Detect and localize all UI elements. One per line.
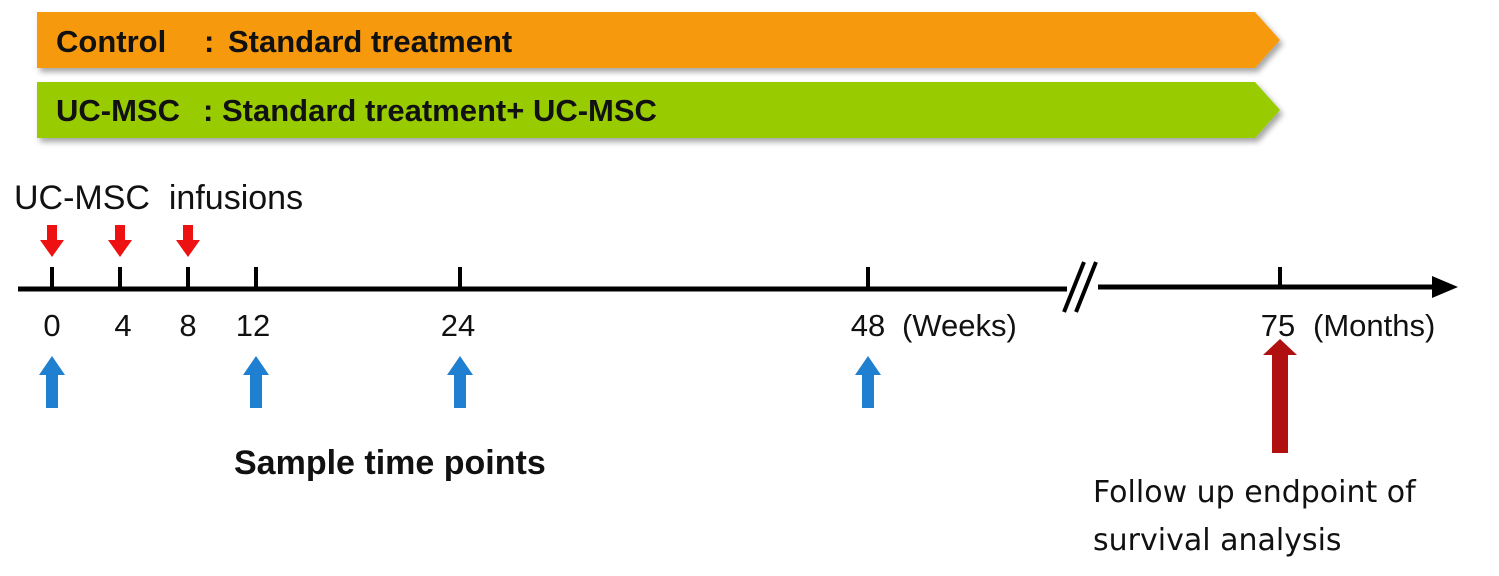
timeline-axis (18, 261, 1458, 313)
blue-up-arrow-icon (39, 356, 65, 408)
tick-label-24: 24 (441, 308, 475, 343)
double-slash-break-icon (1062, 261, 1098, 313)
ucmsc-bar-shape (37, 82, 1280, 138)
tick-label-75: 75 (1261, 308, 1295, 343)
ucmsc-separator: : (203, 93, 213, 128)
endpoint-caption-line2: survival analysis (1093, 523, 1342, 558)
red-down-arrow-icon (176, 225, 200, 257)
control-separator: : (204, 24, 214, 59)
tick-label-48: 48 (851, 308, 885, 343)
blue-up-arrow-icon (447, 356, 473, 408)
control-arm-bar: Control : Standard treatment (37, 12, 1280, 68)
tick-label-12: 12 (236, 308, 270, 343)
blue-up-arrow-icon (243, 356, 269, 408)
tick-labels: 0 4 8 12 24 48 75 (Weeks) (Months) (43, 308, 1435, 343)
tick-label-0: 0 (43, 308, 60, 343)
ucmsc-arm-bar: UC-MSC : Standard treatment+ UC-MSC (37, 82, 1280, 138)
ucmsc-treatment-label: Standard treatment+ UC-MSC (222, 93, 657, 128)
red-down-arrow-icon (40, 225, 64, 257)
sample-time-points-caption: Sample time points (234, 444, 546, 482)
ucmsc-group-label: UC-MSC (56, 93, 180, 128)
red-down-arrow-icon (108, 225, 132, 257)
sample-arrows (39, 356, 881, 408)
tick-label-4: 4 (114, 308, 131, 343)
tick-label-8: 8 (179, 308, 196, 343)
blue-up-arrow-icon (855, 356, 881, 408)
control-bar-shape (37, 12, 1280, 68)
control-group-label: Control (56, 24, 166, 59)
months-unit-label: (Months) (1313, 308, 1435, 343)
control-treatment-label: Standard treatment (228, 24, 512, 59)
axis-ticks (50, 267, 1282, 289)
endpoint-caption-line1: Follow up endpoint of (1093, 475, 1417, 510)
infusions-heading: UC-MSC infusions (14, 179, 303, 217)
axis-arrowhead-icon (1432, 276, 1458, 298)
infusion-arrows (40, 225, 200, 257)
weeks-unit-label: (Weeks) (902, 308, 1017, 343)
dark-red-up-arrow-icon (1263, 339, 1297, 453)
